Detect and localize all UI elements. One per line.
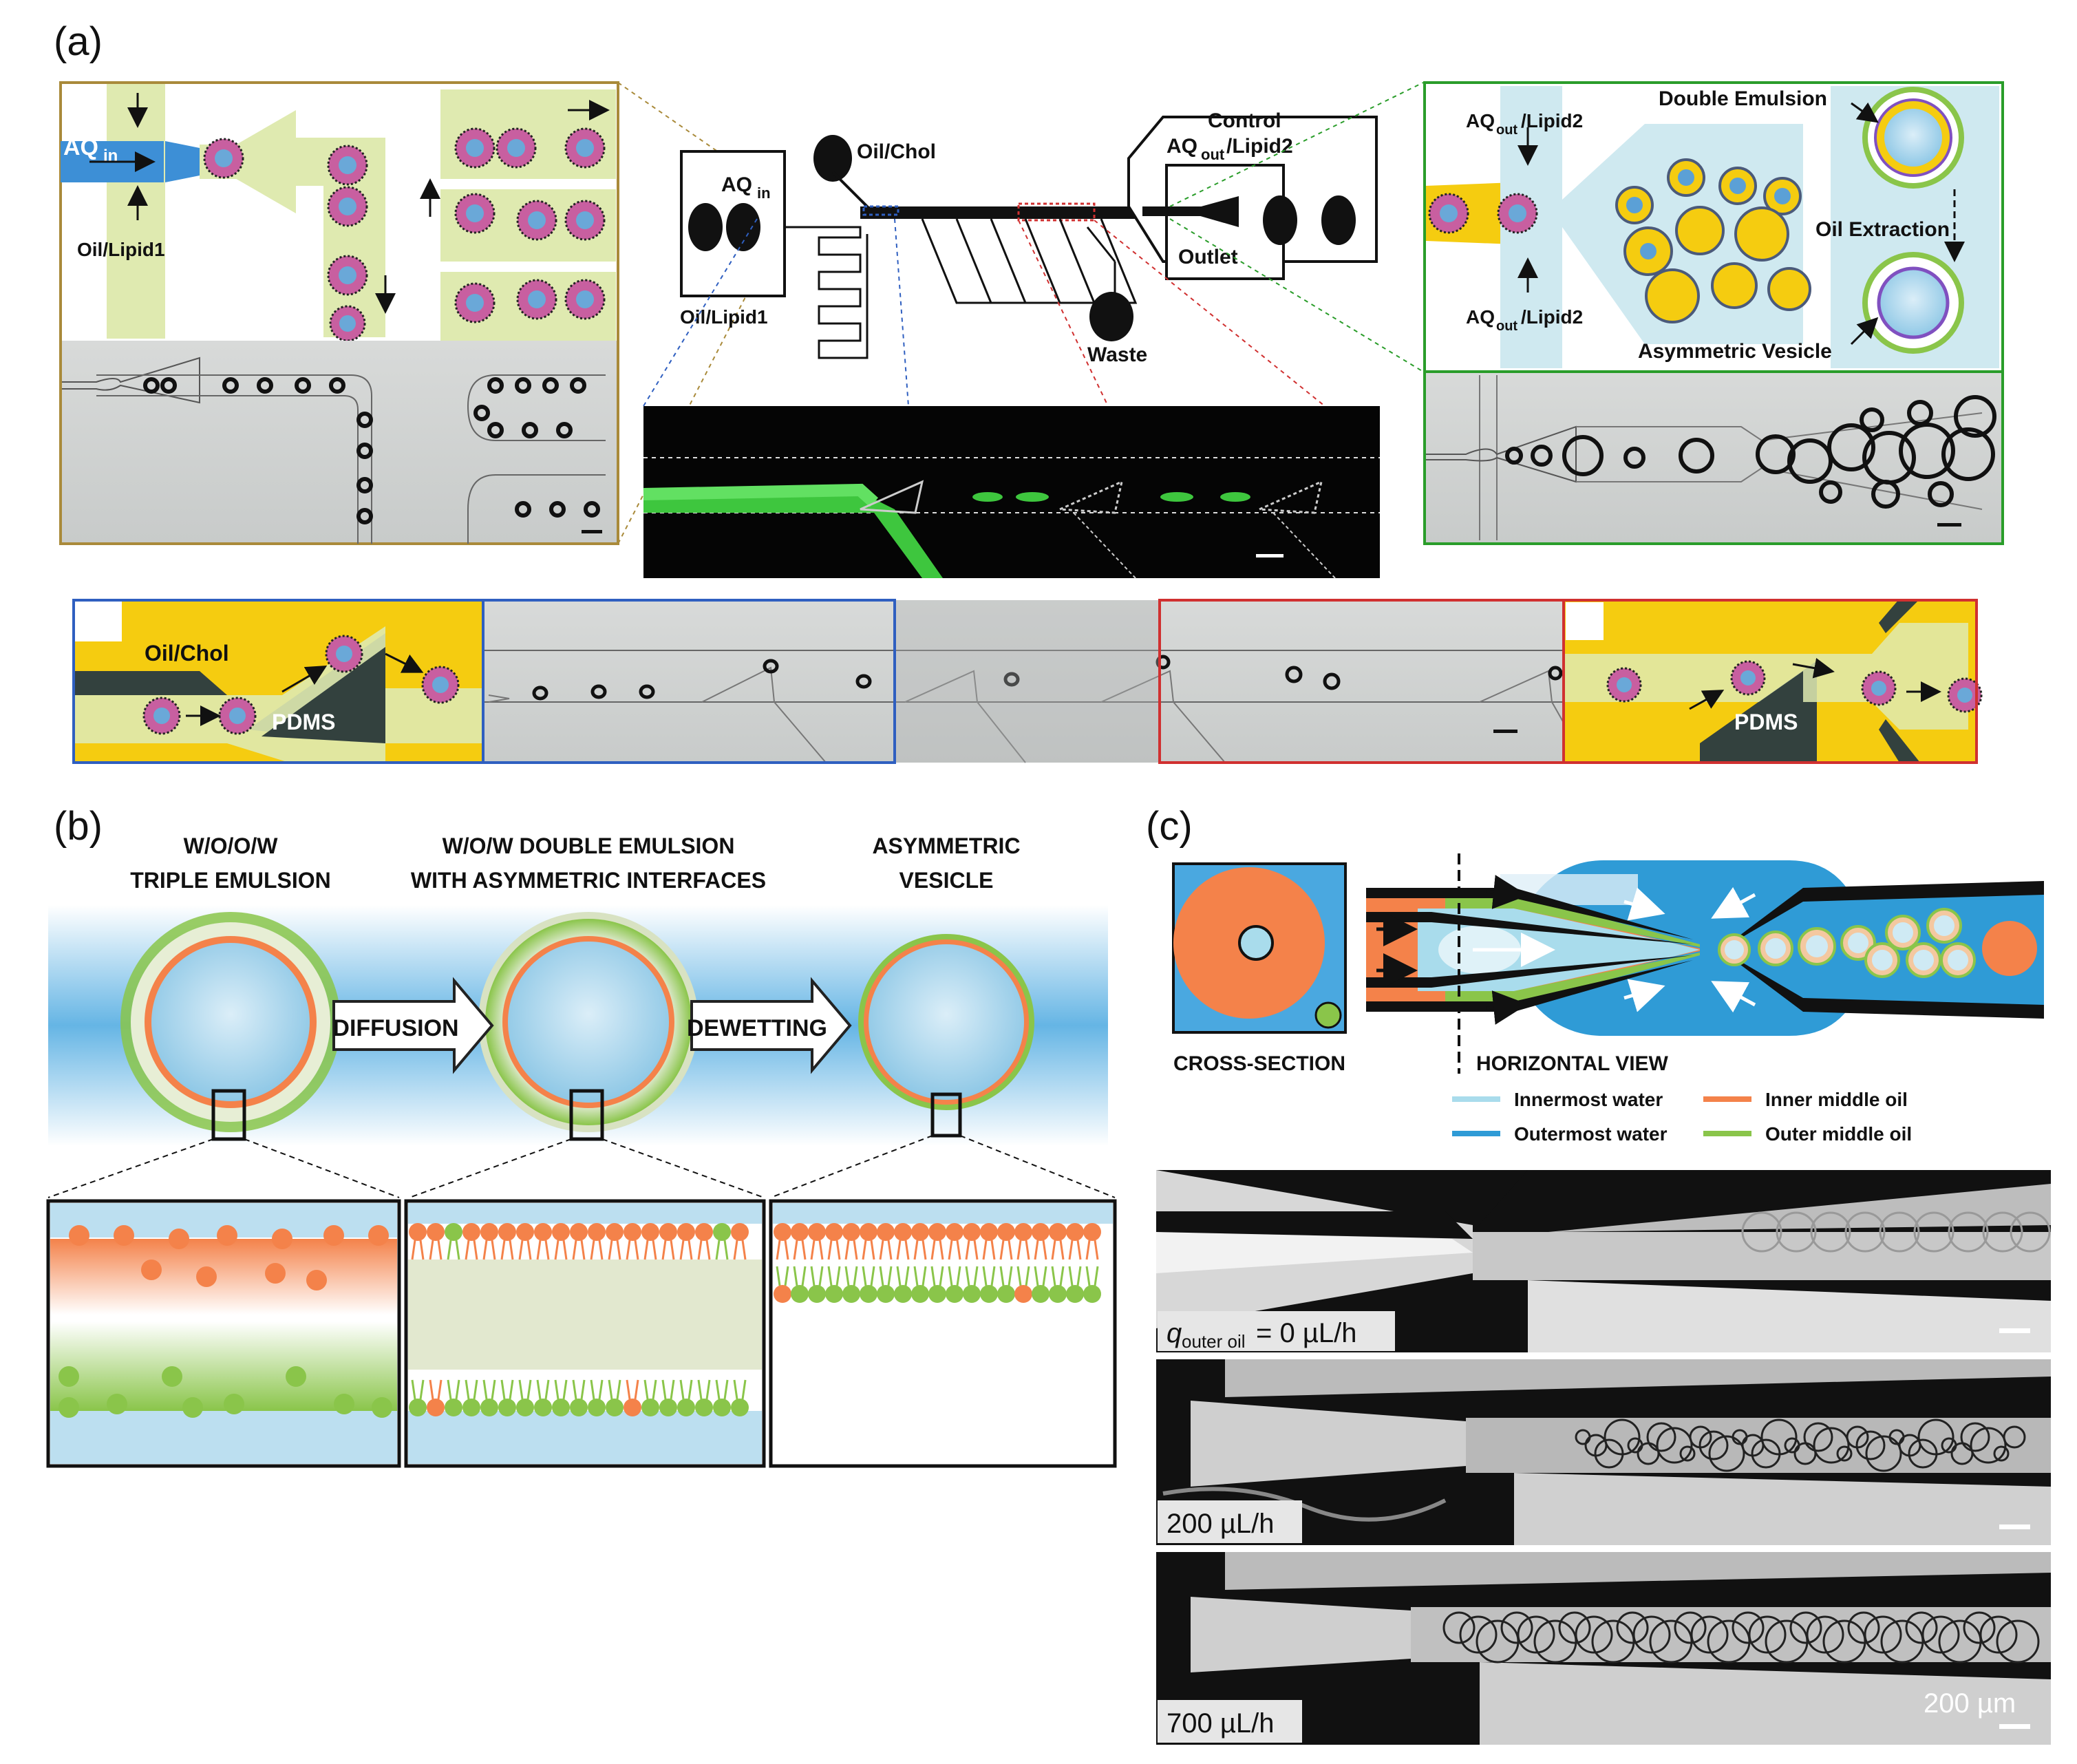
legend-outermost-water: Outermost water (1514, 1123, 1668, 1145)
chip-oil-lipid1: Oil/Lipid1 (680, 306, 768, 328)
panel-a-chip-diagram: AQ in Oil/Lipid1 Oil/Chol Waste (617, 82, 1424, 544)
c-legend: Innermost water Inner middle oil Outermo… (1452, 1089, 1912, 1145)
b-arrow-diffusion: DIFFUSION (332, 1015, 458, 1041)
b-header-1-line2: TRIPLE EMULSION (130, 868, 331, 893)
legend-inner-middle-oil: Inner middle oil (1765, 1089, 1908, 1110)
right-aq-out-bottom-suffix: /Lipid2 (1521, 306, 1583, 328)
panel-a-fluorescence-image (643, 218, 1380, 579)
chip-aq-in-sub: in (757, 184, 771, 202)
right-aq-out-top-suffix: /Lipid2 (1521, 110, 1583, 131)
chip-control: Control (1208, 109, 1281, 132)
panel-a-top-right-schematic: AQ out /Lipid2 AQ out /Lipid2 Double Emu… (1423, 81, 2004, 545)
bottom-left-pdms: PDMS (272, 710, 335, 734)
chip-aq-in: AQ (721, 173, 752, 196)
legend-outer-middle-oil: Outer middle oil (1765, 1123, 1912, 1145)
c-cross-section-label: CROSS-SECTION (1173, 1052, 1345, 1075)
right-aq-out-top: AQ (1466, 110, 1495, 131)
panel-a-bottom-strip: Oil/Chol PDMS (72, 599, 1983, 764)
c-img1-q-sub: outer oil (1182, 1331, 1246, 1352)
chip-waste: Waste (1087, 343, 1147, 366)
right-aq-out-bottom: AQ (1466, 306, 1495, 328)
aq-in-sub: in (103, 147, 118, 165)
c-horizontal-view-label: HORIZONTAL VIEW (1476, 1052, 1669, 1075)
legend-innermost-water: Innermost water (1514, 1089, 1663, 1110)
b-membrane-box-2 (404, 1199, 766, 1468)
oil-extraction-label: Oil Extraction (1815, 218, 1950, 241)
panel-label-a: (a) (54, 19, 103, 64)
oil-lipid1-label: Oil/Lipid1 (77, 239, 165, 260)
panel-label-c: (c) (1146, 804, 1193, 849)
chip-outlet: Outlet (1178, 246, 1238, 268)
bottom-oil-chol: Oil/Chol (145, 641, 229, 666)
b-header-2-line1: W/O/W DOUBLE EMULSION (443, 833, 735, 858)
c-img3-label: 700 µL/h (1167, 1708, 1275, 1739)
b-header-2-line2: WITH ASYMMETRIC INTERFACES (411, 868, 766, 893)
b-arrow-dewetting: DEWETTING (687, 1015, 827, 1041)
asymmetric-vesicle-label: Asymmetric Vesicle (1638, 340, 1832, 363)
double-emulsion-label: Double Emulsion (1659, 87, 1827, 110)
chip-aq-out-sub: out (1201, 146, 1225, 163)
b-membrane-box-3 (769, 1199, 1117, 1468)
chip-oil-chol: Oil/Chol (857, 140, 936, 163)
panel-a-top-left-schematic: AQ in Oil/Lipid1 (59, 81, 619, 545)
c-micrograph-3: 700 µL/h 200 µm (1156, 1552, 2051, 1745)
b-header-3-line1: ASYMMETRIC (872, 833, 1020, 858)
aq-in-label: AQ (63, 134, 98, 160)
right-aq-out-bottom-sub: out (1496, 319, 1517, 334)
chip-aq-out-suffix: /Lipid2 (1226, 135, 1293, 158)
chip-aq-out: AQ (1167, 135, 1197, 158)
c-micrograph-2: 200 µL/h (1156, 1359, 2051, 1545)
bottom-right-pdms: PDMS (1734, 710, 1798, 734)
b-header-3-line2: VESICLE (899, 868, 994, 893)
panel-c: CROSS-SECTION (1156, 853, 2051, 1745)
panel-label-b: (b) (54, 804, 103, 849)
b-header-1-line1: W/O/O/W (184, 833, 279, 858)
c-img1-q: q (1167, 1318, 1182, 1348)
c-micrograph-1: q outer oil = 0 µL/h (1156, 1170, 2051, 1352)
c-scale-label: 200 µm (1924, 1688, 2016, 1719)
c-img2-label: 200 µL/h (1167, 1509, 1275, 1539)
panel-b: W/O/O/W TRIPLE EMULSION W/O/W DOUBLE EMU… (46, 833, 1117, 1468)
c-img1-rest: = 0 µL/h (1256, 1318, 1356, 1348)
b-membrane-box-1 (46, 1199, 401, 1468)
right-aq-out-top-sub: out (1496, 123, 1517, 138)
